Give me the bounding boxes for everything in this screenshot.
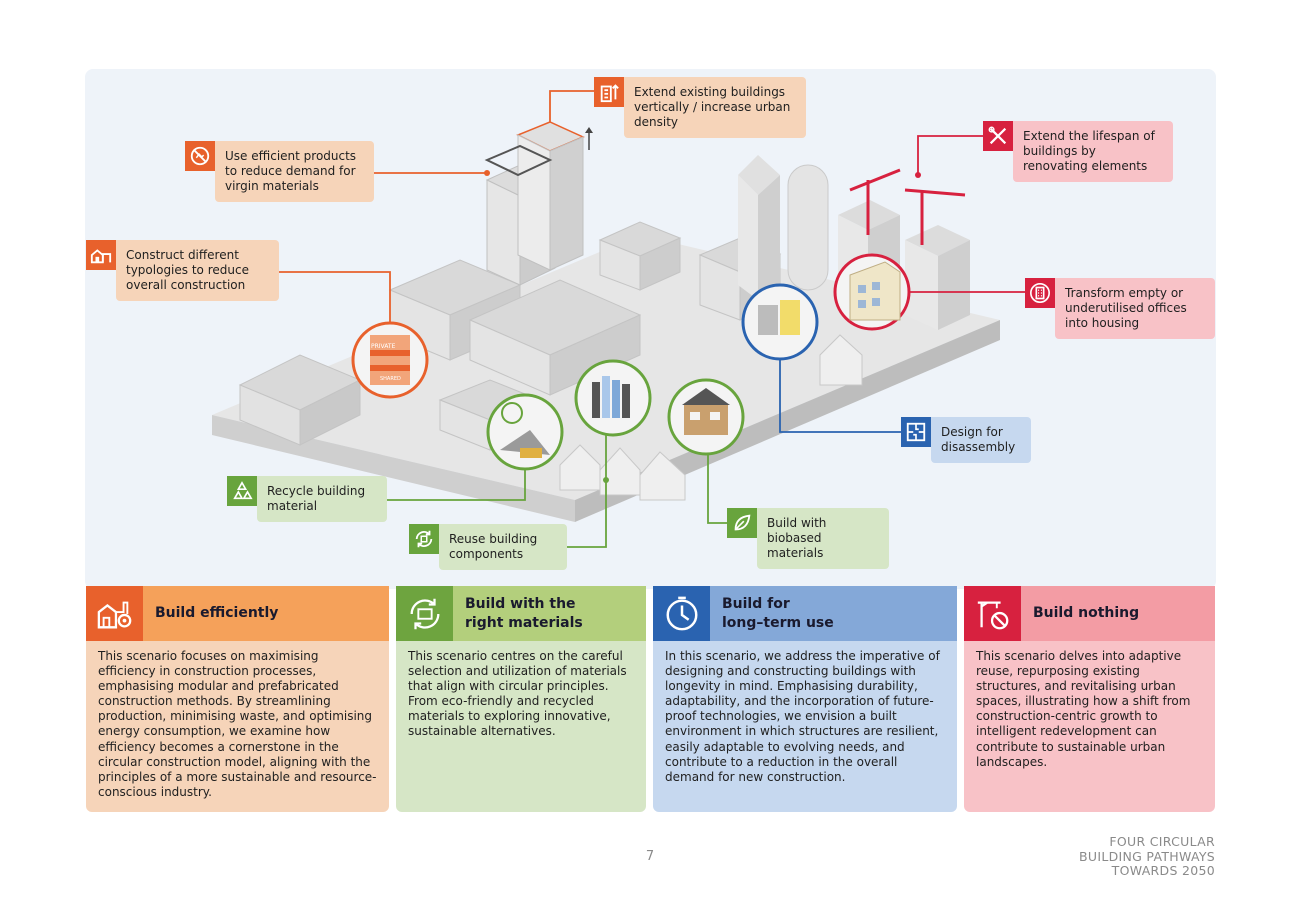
materials-cycle-icon bbox=[396, 586, 453, 641]
card-header: Build for long–term use bbox=[653, 586, 957, 641]
callout-label: Use efficient products to reduce demand … bbox=[215, 141, 374, 202]
footer-line: FOUR CIRCULAR bbox=[1109, 834, 1215, 849]
callout-efficient-products: Use efficient products to reduce demand … bbox=[185, 141, 374, 202]
card-build-efficiently: Build efficiently This scenario focuses … bbox=[86, 586, 389, 812]
reduce-materials-icon bbox=[185, 141, 215, 171]
callout-label: Construct different typologies to reduce… bbox=[116, 240, 279, 301]
card-header: Build nothing bbox=[964, 586, 1215, 641]
callout-reuse: Reuse building components bbox=[409, 524, 567, 570]
footer-line: BUILDING PATHWAYS bbox=[1079, 848, 1215, 864]
card-build-nothing: Build nothing This scenario delves into … bbox=[964, 586, 1215, 812]
card-title: Build with the right materials bbox=[465, 595, 583, 631]
page-number: 7 bbox=[645, 849, 655, 864]
card-text: This scenario focuses on maximising effi… bbox=[86, 641, 389, 812]
leaf-icon bbox=[727, 508, 757, 538]
tools-icon bbox=[983, 121, 1013, 151]
card-text: This scenario delves into adaptive reuse… bbox=[964, 641, 1215, 812]
footer-line: TOWARDS 2050 bbox=[1111, 863, 1215, 878]
callout-label: Extend existing buildings vertically / i… bbox=[624, 77, 806, 138]
card-text: In this scenario, we address the imperat… bbox=[653, 641, 957, 812]
card-long-term-use: Build for long–term use In this scenario… bbox=[653, 586, 957, 812]
card-right-materials: Build with the right materials This scen… bbox=[396, 586, 646, 812]
no-crane-icon bbox=[964, 586, 1021, 641]
recycle-icon bbox=[227, 476, 257, 506]
shared-label: SHARED bbox=[380, 376, 401, 382]
callout-transform-offices: Transform empty or underutilised offices… bbox=[1025, 278, 1215, 339]
card-text: This scenario centres on the careful sel… bbox=[396, 641, 646, 812]
private-label: PRIVATE bbox=[371, 343, 396, 350]
callout-label: Design for disassembly bbox=[931, 417, 1031, 463]
reuse-icon bbox=[409, 524, 439, 554]
building-extend-icon bbox=[594, 77, 624, 107]
callout-lifespan: Extend the lifespan of buildings by reno… bbox=[983, 121, 1173, 182]
houses-icon bbox=[86, 240, 116, 270]
factory-gear-icon bbox=[86, 586, 143, 641]
callout-typologies: Construct different typologies to reduce… bbox=[86, 240, 279, 301]
callout-extend-vertically: Extend existing buildings vertically / i… bbox=[594, 77, 806, 138]
card-title: Build nothing bbox=[1033, 605, 1140, 621]
card-header: Build efficiently bbox=[86, 586, 389, 641]
callout-label: Reuse building components bbox=[439, 524, 567, 570]
office-building-icon bbox=[1025, 278, 1055, 308]
card-title: Build for long–term use bbox=[722, 595, 834, 631]
callout-label: Recycle building material bbox=[257, 476, 387, 522]
callout-disassembly: Design for disassembly bbox=[901, 417, 1031, 463]
callout-recycle: Recycle building material bbox=[227, 476, 387, 522]
card-title: Build efficiently bbox=[155, 605, 279, 621]
callout-biobased: Build with biobased materials bbox=[727, 508, 889, 569]
callout-label: Transform empty or underutilised offices… bbox=[1055, 278, 1215, 339]
card-header: Build with the right materials bbox=[396, 586, 646, 641]
callout-label: Build with biobased materials bbox=[757, 508, 889, 569]
footer-title: FOUR CIRCULAR BUILDING PATHWAYS TOWARDS … bbox=[1079, 834, 1215, 879]
puzzle-icon bbox=[901, 417, 931, 447]
clock-icon bbox=[653, 586, 710, 641]
callout-label: Extend the lifespan of buildings by reno… bbox=[1013, 121, 1173, 182]
